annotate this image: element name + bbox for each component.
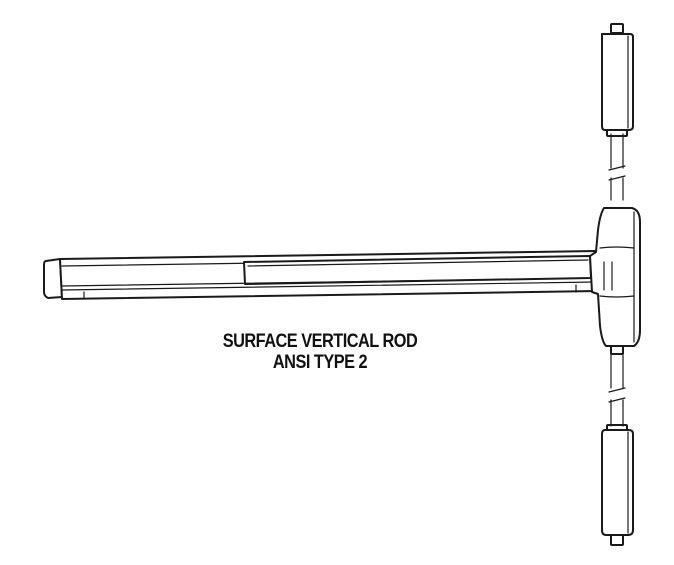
upper-vertical-rod [608, 133, 626, 201]
lower-vertical-rod [608, 345, 626, 427]
caption-line-2: ANSI TYPE 2 [272, 352, 368, 373]
diagram-caption: SURFACE VERTICAL ROD ANSI TYPE 2 [200, 331, 441, 373]
top-latch [601, 23, 634, 137]
push-bar [43, 250, 599, 300]
caption-line-1: SURFACE VERTICAL ROD [222, 331, 418, 352]
bottom-latch [601, 424, 634, 546]
center-chassis [589, 207, 641, 347]
